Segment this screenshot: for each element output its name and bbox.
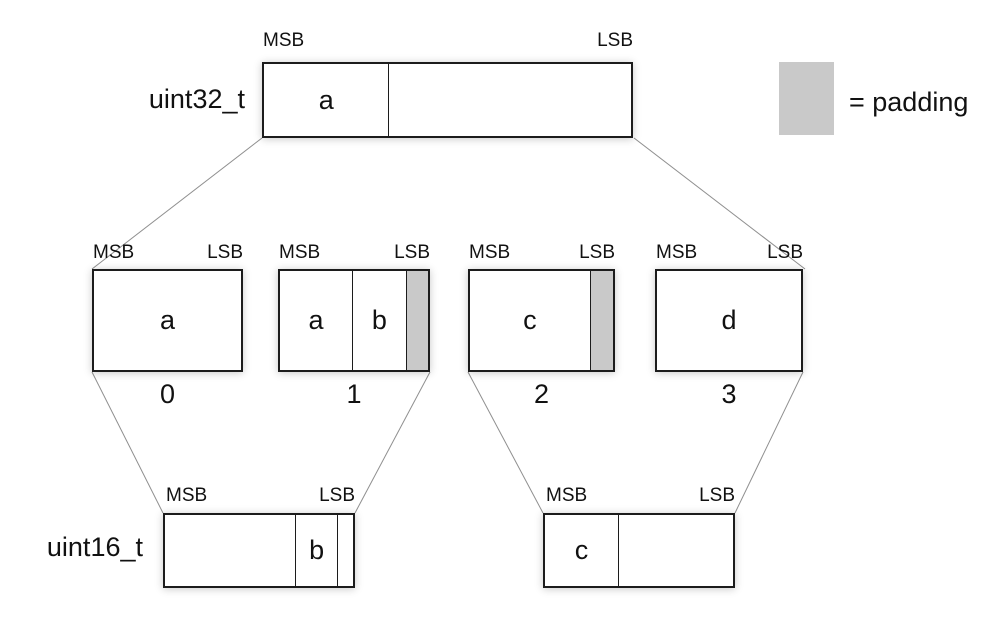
- field-label: a: [318, 84, 334, 115]
- byte0-msb-label: MSB: [93, 242, 135, 263]
- empty-cell: [617, 515, 733, 586]
- uint32-box: a: [262, 62, 633, 138]
- field-label: a: [159, 305, 176, 335]
- byte2-msb-label: MSB: [469, 242, 511, 263]
- byte0-box: a: [92, 269, 243, 372]
- field-cell-c: c: [545, 515, 618, 586]
- byte1-index-label: 1: [346, 379, 362, 409]
- field-label: d: [721, 305, 737, 335]
- field-cell-d: d: [657, 271, 801, 370]
- uint32-lsb-label: LSB: [597, 30, 633, 51]
- byte3-lsb-label: LSB: [767, 242, 803, 263]
- field-label: c: [574, 535, 589, 565]
- uint16-b-msb-label: MSB: [166, 485, 208, 506]
- byte0-index-label: 0: [159, 379, 176, 409]
- padding-swatch: [779, 62, 834, 135]
- byte3-index-label: 3: [721, 379, 737, 409]
- uint16-c-box: c: [543, 513, 735, 588]
- uint16-c-msb-label: MSB: [546, 485, 588, 506]
- byte1-msb-label: MSB: [279, 242, 321, 263]
- uint16-b-box: b: [163, 513, 355, 588]
- field-label: b: [371, 305, 387, 335]
- uint32-msb-label: MSB: [263, 30, 305, 51]
- empty-cell: [165, 515, 295, 586]
- uint16-c-lsb-label: LSB: [699, 485, 735, 506]
- byte2-lsb-label: LSB: [579, 242, 615, 263]
- field-cell-a: a: [94, 271, 241, 370]
- field-label: a: [308, 305, 324, 335]
- byte3-box: d: [655, 269, 803, 372]
- empty-cell: [337, 515, 353, 586]
- field-label: b: [309, 535, 325, 565]
- byte2-index-label: 2: [533, 379, 550, 409]
- byte3-msb-label: MSB: [656, 242, 698, 263]
- byte0-lsb-label: LSB: [207, 242, 243, 263]
- field-cell-a: a: [280, 271, 352, 370]
- uint16-b-lsb-label: LSB: [319, 485, 355, 506]
- padding-legend-label: = padding: [849, 87, 969, 117]
- uint32-type-label: uint32_t: [148, 84, 245, 114]
- field-cell-b: b: [351, 271, 406, 370]
- field-cell-b: b: [294, 515, 338, 586]
- byte1-lsb-label: LSB: [394, 242, 430, 263]
- field-cell-c: c: [470, 271, 590, 370]
- uint16-type-label: uint16_t: [46, 532, 143, 562]
- padding-cell: [589, 271, 613, 370]
- field-cell-a: a: [264, 64, 388, 136]
- byte2-box: c: [468, 269, 615, 372]
- padding-cell: [405, 271, 429, 370]
- field-label: c: [523, 305, 537, 335]
- empty-cell: [388, 64, 631, 136]
